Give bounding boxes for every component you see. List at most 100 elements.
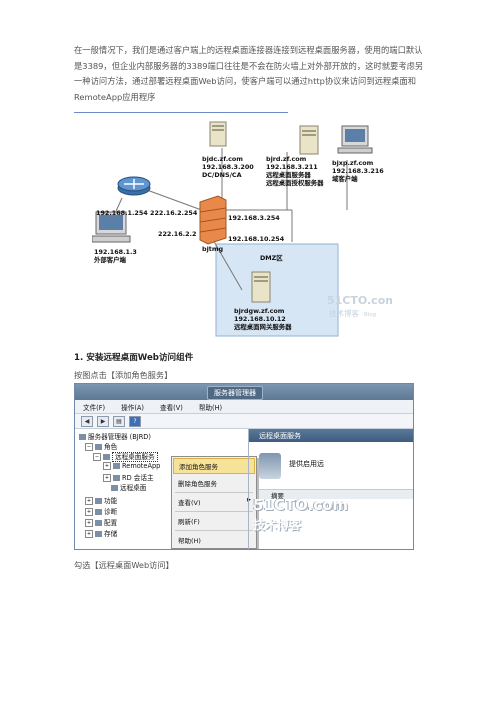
link-underline bbox=[74, 112, 288, 113]
expand-icon[interactable]: + bbox=[103, 474, 111, 482]
fw-dmz-line bbox=[211, 237, 243, 291]
fw-lan-ip-label: 192.168.3.254 bbox=[228, 214, 280, 222]
server-manager-window: 服务器管理器 文件(F) 操作(A) 查看(V) 帮助(H) ◀ ▶ ▤ ? 服… bbox=[74, 383, 414, 550]
expand-icon[interactable]: + bbox=[85, 519, 93, 527]
fw-dmz-ip-label: 192.168.10.254 bbox=[228, 235, 285, 243]
gw-role-label: 远程桌面网关服务器 bbox=[234, 322, 292, 331]
expand-icon[interactable]: + bbox=[85, 508, 93, 516]
menu-add-role-service[interactable]: 添加角色服务 bbox=[173, 458, 255, 474]
tree-rd-conn[interactable]: 远程桌面 bbox=[111, 482, 146, 492]
menu-bar: 文件(F) 操作(A) 查看(V) 帮助(H) bbox=[75, 400, 413, 414]
config-icon bbox=[95, 520, 102, 526]
summary-section[interactable]: 摘要 bbox=[259, 489, 413, 500]
menu-help[interactable]: 帮助(H) bbox=[198, 404, 223, 412]
collapse-icon[interactable]: − bbox=[93, 453, 101, 461]
dc-host-label: bjdc.zf.com bbox=[202, 155, 243, 163]
rd-conn-icon bbox=[111, 485, 118, 491]
details-panel: 远程桌面服务 提供启用远 摘要 bbox=[248, 429, 413, 549]
dmz-zone bbox=[215, 243, 339, 337]
tree-diagnostics[interactable]: +诊断 bbox=[85, 508, 118, 516]
window-titlebar: 服务器管理器 bbox=[75, 384, 413, 400]
section-heading: 1. 安装远程桌面Web访问组件 bbox=[74, 353, 194, 363]
menu-refresh[interactable]: 刷新(F) bbox=[178, 518, 200, 526]
menu-view[interactable]: 查看(V) bbox=[159, 404, 183, 412]
collapse-icon[interactable]: − bbox=[85, 443, 93, 451]
dc-role-label: DC/DNS/CA bbox=[202, 171, 242, 179]
network-diagram: bjdc.zf.com 192.168.3.200 DC/DNS/CA bjrd… bbox=[92, 120, 392, 340]
step1-text: 按图点击【添加角色服务】 bbox=[74, 370, 173, 380]
router-fw-line bbox=[146, 189, 208, 213]
gw-host-label: bjrdgw.zf.com bbox=[234, 307, 285, 315]
submenu-arrow-icon: ▶ bbox=[247, 497, 251, 503]
tree-remoteapp[interactable]: +RemoteApp bbox=[103, 462, 161, 470]
xp-client-icon bbox=[337, 125, 373, 154]
tree-rds[interactable]: −远程桌面服务 bbox=[93, 451, 158, 462]
network-diagram-svg: bjdc.zf.com 192.168.3.200 DC/DNS/CA bjrd… bbox=[92, 121, 392, 337]
roles-icon bbox=[95, 444, 102, 450]
xp-host-label: bjxp.zf.com bbox=[332, 159, 374, 167]
screenshot-watermark-sub: 技术博客 bbox=[253, 518, 302, 532]
tree-rd-session[interactable]: +RD 会话主 bbox=[103, 474, 154, 482]
rd-ip-label: 192.168.3.211 bbox=[266, 163, 318, 171]
menu-separator bbox=[175, 511, 253, 512]
rd-role1-label: 远程桌面服务器 bbox=[266, 170, 311, 179]
expand-icon[interactable]: + bbox=[85, 497, 93, 505]
expand-icon[interactable]: + bbox=[85, 530, 93, 538]
menu-file[interactable]: 文件(F) bbox=[83, 404, 106, 412]
router-left-ip-label: 192.168.1.254 bbox=[96, 209, 148, 217]
tree-root[interactable]: 服务器管理器 (BJRD) bbox=[79, 431, 151, 441]
diagram-watermark-main: 51CTO.com bbox=[327, 294, 392, 307]
xp-ip-label: 192.168.3.216 bbox=[332, 167, 384, 175]
dc-server-icon bbox=[209, 121, 227, 147]
intro-paragraph: 在一般情况下，我们是通过客户端上的远程桌面连接器连接到远程桌面服务器，使用的端口… bbox=[74, 45, 424, 102]
features-icon bbox=[95, 498, 102, 504]
menu-help-item[interactable]: 帮助(H) bbox=[178, 537, 201, 545]
menu-view-item[interactable]: 查看(V)▶ bbox=[178, 497, 251, 507]
xp-role-label: 域客户端 bbox=[332, 174, 358, 183]
details-description: 提供启用远 bbox=[289, 460, 324, 468]
rds-icon bbox=[103, 454, 110, 460]
router-icon bbox=[117, 176, 151, 196]
tree-features[interactable]: +功能 bbox=[85, 497, 118, 505]
toolbar: ◀ ▶ ▤ ? bbox=[75, 414, 413, 429]
context-menu: 添加角色服务 删除角色服务 查看(V)▶ 刷新(F) 帮助(H) bbox=[171, 456, 257, 549]
fw-outer-ip-label: 222.16.2.2 bbox=[158, 230, 196, 238]
menu-remove-role-service[interactable]: 删除角色服务 bbox=[178, 480, 217, 488]
tree-roles[interactable]: −角色 bbox=[85, 443, 118, 451]
forward-icon[interactable]: ▶ bbox=[97, 415, 109, 427]
dc-ip-label: 192.168.3.200 bbox=[202, 163, 254, 171]
gateway-server-icon bbox=[251, 271, 271, 303]
back-icon[interactable]: ◀ bbox=[81, 415, 93, 427]
rd-server-icon bbox=[299, 125, 319, 155]
up-icon[interactable]: ▤ bbox=[113, 415, 125, 427]
tree-config[interactable]: +配置 bbox=[85, 519, 118, 527]
rd-role2-label: 远程桌面授权服务器 bbox=[266, 178, 324, 187]
remoteapp-icon bbox=[113, 463, 120, 469]
gw-ip-label: 192.168.10.12 bbox=[234, 315, 286, 323]
server-icon bbox=[79, 434, 86, 440]
client-role-label: 外部客户端 bbox=[94, 255, 127, 264]
window-title: 服务器管理器 bbox=[207, 386, 263, 400]
rds-role-icon bbox=[259, 453, 281, 479]
firewall-icon bbox=[199, 195, 227, 245]
menu-action[interactable]: 操作(A) bbox=[121, 404, 144, 412]
storage-icon bbox=[95, 531, 102, 537]
screenshot-watermark-main: 51CTO.com bbox=[253, 496, 349, 514]
details-header: 远程桌面服务 bbox=[249, 429, 413, 442]
rd-host-label: bjrd.zf.com bbox=[266, 155, 307, 163]
rd-session-icon bbox=[113, 475, 120, 481]
menu-separator bbox=[175, 492, 253, 493]
navigation-tree: 服务器管理器 (BJRD) −角色 −远程桌面服务 +RemoteApp +RD… bbox=[75, 429, 245, 549]
tree-storage[interactable]: +存储 bbox=[85, 530, 118, 538]
expand-icon[interactable]: + bbox=[103, 462, 111, 470]
router-right-ip-label: 222.16.2.254 bbox=[150, 209, 198, 217]
diagram-watermark-sub: 技术博客 bbox=[329, 308, 359, 318]
step2-text: 勾选【远程桌面Web访问】 bbox=[74, 560, 174, 570]
fw-name-label: bjtmg bbox=[202, 245, 223, 253]
diagram-watermark-tag: Blog bbox=[364, 312, 376, 318]
client-ip-label: 192.168.1.3 bbox=[94, 248, 137, 256]
menu-separator bbox=[175, 530, 253, 531]
diagnostics-icon bbox=[95, 509, 102, 515]
dmz-title-label: DMZ区 bbox=[260, 254, 283, 262]
help-icon[interactable]: ? bbox=[129, 415, 141, 427]
